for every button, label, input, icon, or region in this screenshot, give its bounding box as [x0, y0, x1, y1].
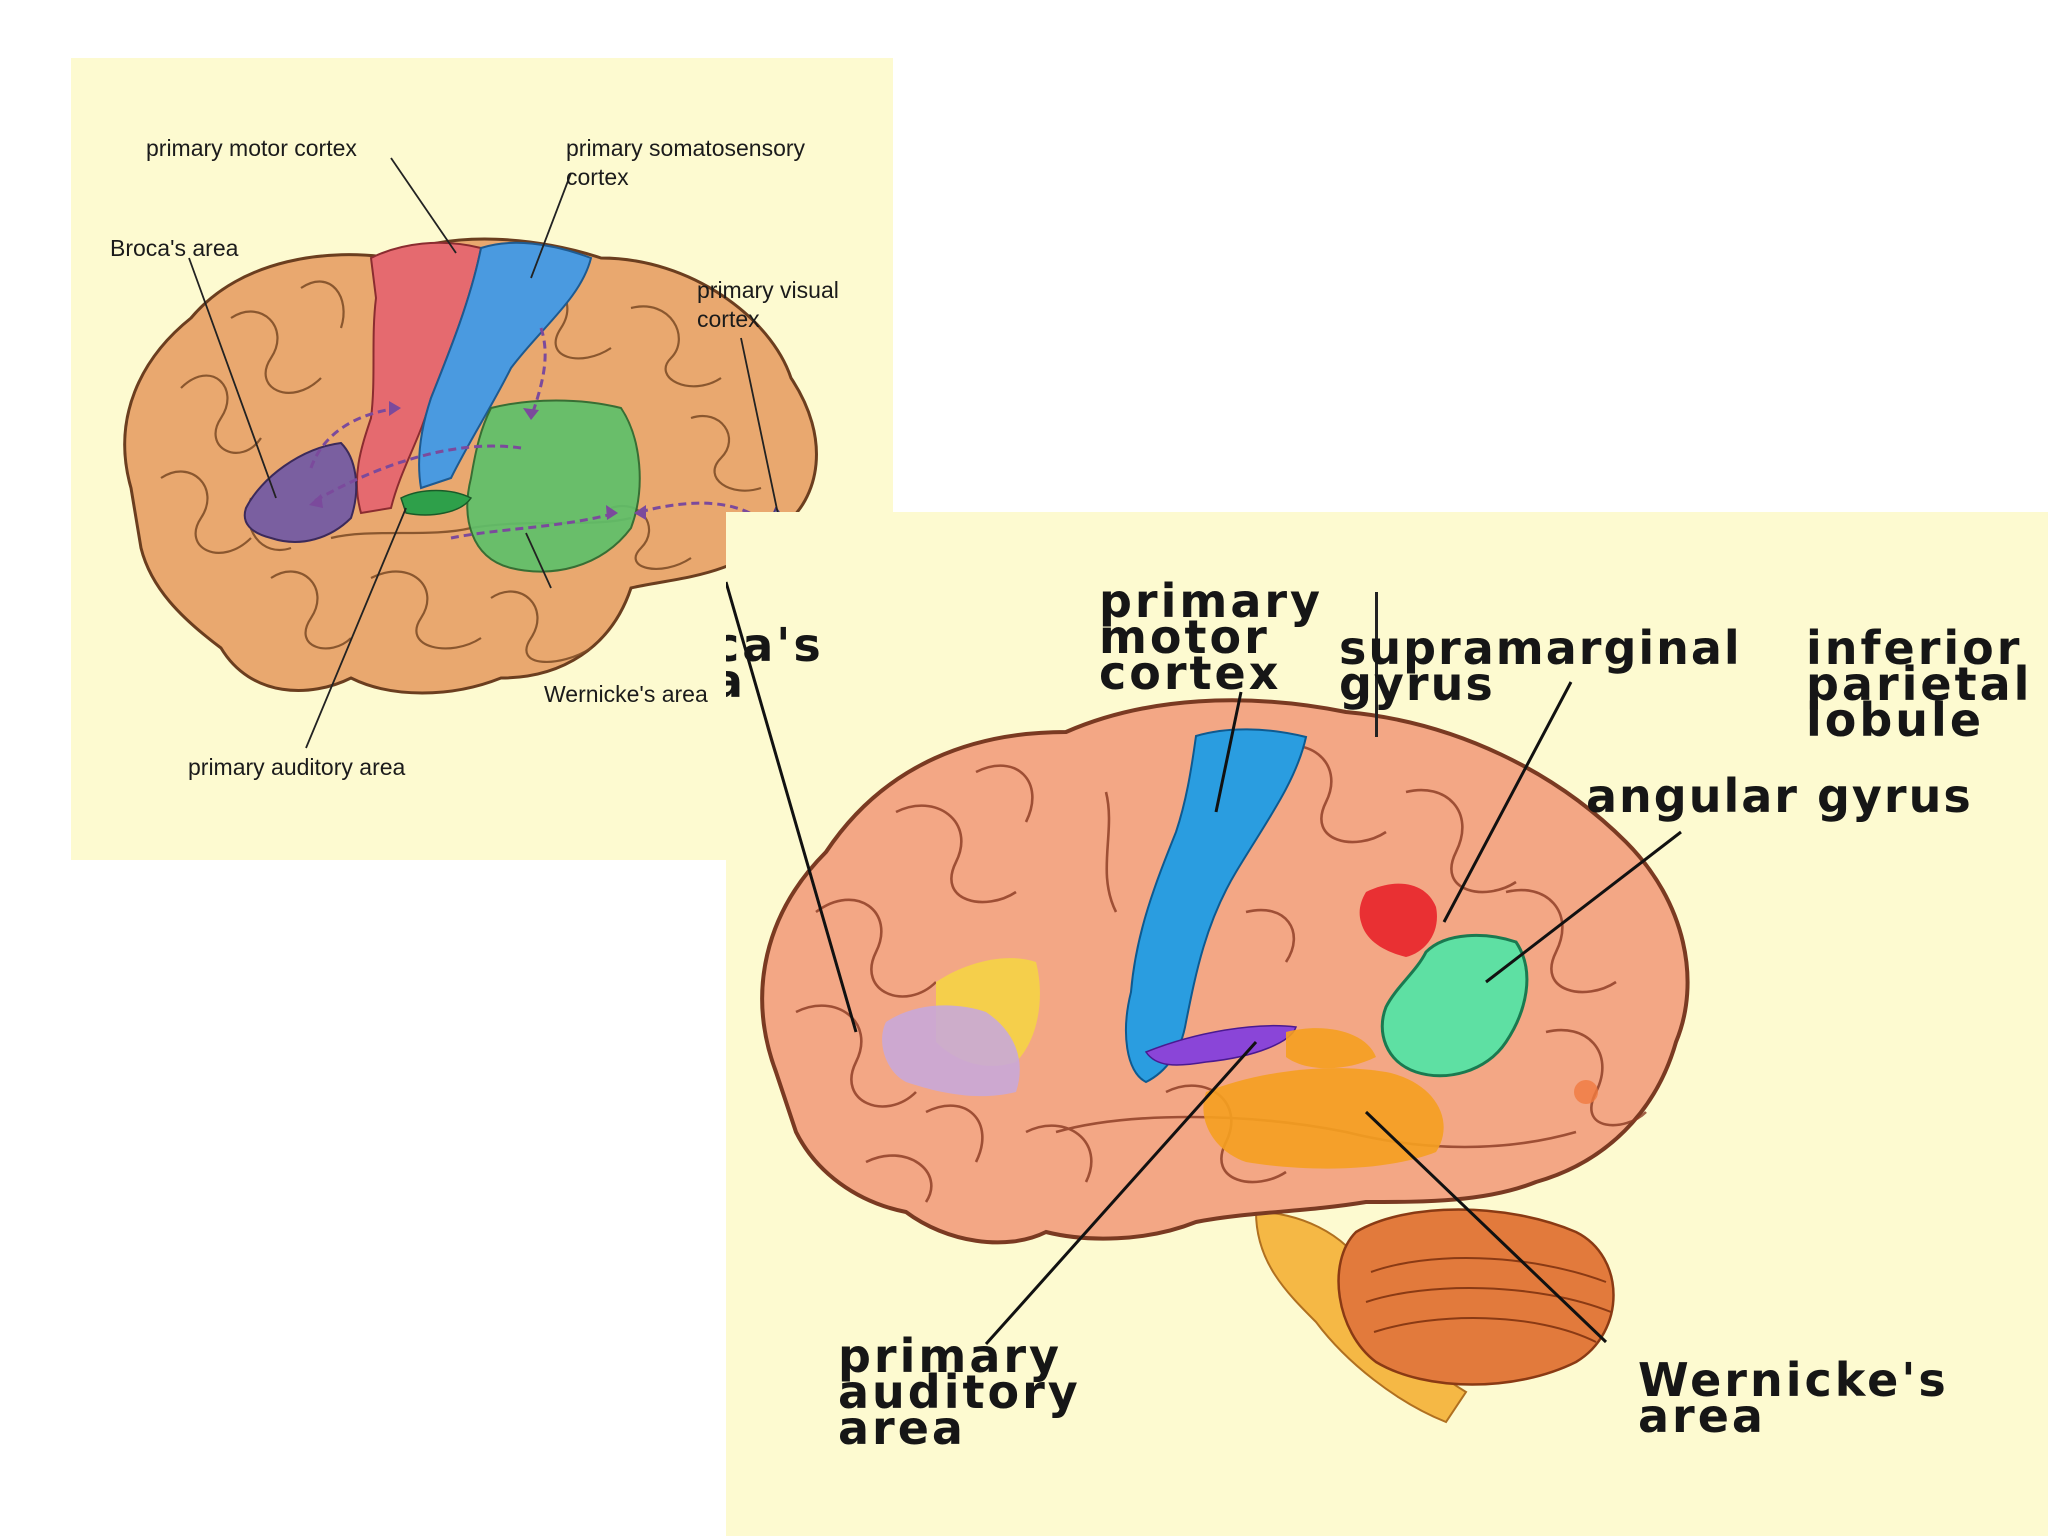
brocas-region	[243, 441, 358, 543]
label-primary-auditory-area-large: primary auditory area	[838, 1329, 1081, 1455]
somatosensory-cortex-region	[418, 241, 593, 490]
brocas-region-lavender	[882, 1005, 1020, 1097]
bracket-divider	[1375, 592, 1378, 737]
label-primary-motor-cortex-large: primary motor cortex	[1099, 574, 1324, 700]
orange-spot	[1574, 1080, 1598, 1104]
diagram-panel-brain-areas-large: ca's a primary motor cortex supramargina…	[726, 512, 2048, 1536]
brain-illustration-small	[123, 157, 818, 749]
wernickes-region	[466, 399, 641, 573]
leader-lines	[188, 157, 784, 749]
gyri-lines-large	[795, 744, 1647, 1203]
diagram-panel-brain-areas-small: primary motor cortex primary somatosenso…	[71, 58, 893, 860]
label-primary-motor-cortex-small: primary motor cortex	[146, 135, 357, 161]
label-inferior-parietal-lobule: inferior parietal lobule	[1806, 621, 2033, 747]
cerebellum-folia	[1365, 1257, 1612, 1343]
leader-lines-large	[726, 581, 1682, 1345]
brain-illustration-large	[726, 581, 1690, 1424]
label-supramarginal-gyrus: supramarginal gyrus	[1339, 621, 1742, 711]
cerebellum-region	[1337, 1208, 1615, 1386]
label-brocas-area-small: Broca's area	[110, 235, 239, 261]
angular-gyrus-region	[1380, 933, 1529, 1078]
wernickes-region-upper	[1286, 1028, 1376, 1069]
wernickes-region-large	[1203, 1068, 1444, 1169]
label-primary-visual-cortex-small: primary visual cortex	[697, 277, 839, 332]
motor-cortex-region	[355, 241, 483, 515]
label-primary-somatosensory-cortex-small: primary somatosensory cortex	[566, 135, 806, 190]
supramarginal-region	[1359, 883, 1437, 957]
label-primary-auditory-area-small: primary auditory area	[188, 754, 406, 780]
label-brocas-area-cropped: ca's a	[726, 618, 824, 708]
label-angular-gyrus: angular gyrus	[1586, 769, 1973, 823]
auditory-region-small	[400, 489, 473, 516]
arrow-heads	[309, 401, 646, 520]
brain-outline-large	[760, 698, 1690, 1245]
label-wernickes-area-small: Wernicke's area	[544, 681, 708, 707]
auditory-region-large	[1144, 1024, 1298, 1066]
label-wernickes-area-large: Wernicke's area	[1638, 1353, 1949, 1443]
